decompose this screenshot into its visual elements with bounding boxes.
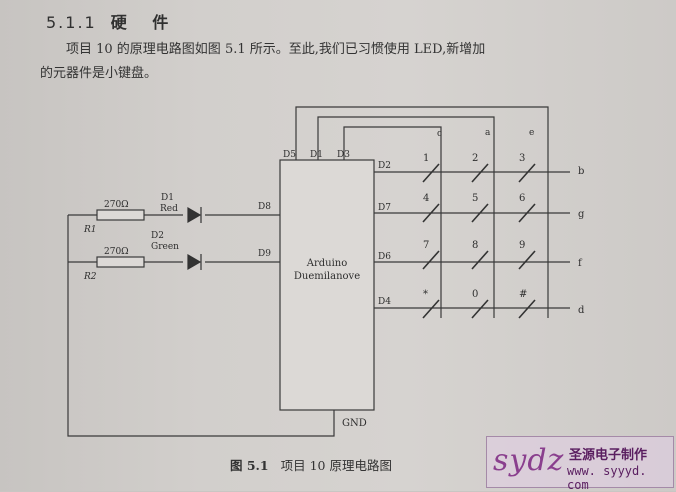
led-d1-color: Red — [160, 204, 178, 214]
key-label: 3 — [519, 153, 525, 164]
gnd-label: GND — [342, 418, 367, 429]
resistor-r1 — [96, 209, 145, 221]
key-switch — [471, 203, 489, 223]
key-label: 9 — [519, 240, 525, 251]
key-switch — [518, 250, 536, 270]
key-switch — [518, 203, 536, 223]
key-switch — [422, 250, 440, 270]
pin-d1: D1 — [310, 150, 323, 160]
resistor-r1-label: R1 — [83, 225, 97, 235]
pin-d7: D7 — [378, 203, 391, 213]
row-f-label: f — [578, 258, 583, 269]
wire-column-c — [343, 126, 442, 318]
pin-d2: D2 — [378, 161, 391, 171]
keypad-labels: 1 2 3 4 5 6 7 8 9 * 0 # — [423, 153, 527, 300]
resistor-r2 — [96, 256, 145, 268]
pin-d5: D5 — [283, 150, 296, 160]
key-switch — [518, 299, 536, 319]
resistor-r2-value: 270Ω — [104, 247, 129, 257]
pin-d8: D8 — [258, 202, 271, 212]
resistor-r1-value: 270Ω — [104, 200, 129, 210]
keypad — [422, 163, 536, 319]
row-g-label: g — [578, 209, 585, 220]
arduino-board — [279, 159, 375, 411]
key-switch — [471, 163, 489, 183]
led-d1-label: D1 — [161, 193, 174, 203]
led-red-symbol — [187, 206, 202, 224]
led-green-symbol — [187, 253, 202, 271]
watermark: sydz 圣源电子制作 www. syyyd. com — [486, 436, 674, 492]
row-b-label: b — [578, 166, 584, 177]
key-label: 7 — [423, 240, 429, 251]
watermark-url: www. syyyd. com — [567, 464, 647, 492]
key-label: # — [519, 289, 527, 300]
key-label: 1 — [423, 153, 429, 164]
body-paragraph: 项目 10 的原理电路图如图 5.1 所示。至此,我们已习惯使用 LED,新增加… — [40, 38, 640, 86]
watermark-name: 圣源电子制作 — [569, 448, 648, 463]
paragraph-line-1: 项目 10 的原理电路图如图 5.1 所示。至此,我们已习惯使用 LED,新增加 — [66, 42, 486, 57]
key-switch — [422, 203, 440, 223]
column-a-label: a — [485, 128, 491, 138]
key-switch — [422, 299, 440, 319]
figure-caption: 图 5.1 项目 10 原理电路图 — [230, 455, 392, 474]
key-label: 0 — [472, 289, 478, 300]
led-d2-label: D2 — [151, 231, 164, 241]
pin-d9: D9 — [258, 249, 271, 259]
key-label: 2 — [472, 153, 478, 164]
chip-label-2: Duemilanove — [294, 271, 360, 282]
row-d-label: d — [578, 305, 585, 316]
key-label: 5 — [472, 193, 478, 204]
key-label: 4 — [423, 193, 429, 204]
key-switch — [471, 250, 489, 270]
section-number: 5.1.1 — [46, 13, 97, 32]
key-label: * — [423, 289, 428, 300]
column-c-label: c — [437, 129, 442, 139]
pin-d3: D3 — [337, 150, 350, 160]
key-switch — [471, 299, 489, 319]
led-d2-color: Green — [151, 242, 179, 252]
key-label: 6 — [519, 193, 525, 204]
column-e-label: e — [529, 128, 534, 138]
pin-d6: D6 — [378, 252, 391, 262]
chip-label-1: Arduino — [306, 258, 348, 269]
key-label: 8 — [472, 240, 478, 251]
resistor-r2-label: R2 — [83, 272, 97, 282]
pin-d4: D4 — [378, 297, 391, 307]
paragraph-line-2: 的元器件是小键盘。 — [40, 66, 158, 81]
wire-column-a — [317, 116, 495, 318]
key-switch — [422, 163, 440, 183]
caption-label: 图 5.1 — [230, 458, 269, 473]
key-switch — [518, 163, 536, 183]
caption-text: 项目 10 原理电路图 — [280, 458, 392, 473]
wire-gnd — [67, 215, 335, 437]
section-heading: 5.1.1 硬 件 — [46, 9, 178, 33]
section-title: 硬 件 — [110, 13, 179, 32]
watermark-logo: sydz — [493, 443, 565, 478]
